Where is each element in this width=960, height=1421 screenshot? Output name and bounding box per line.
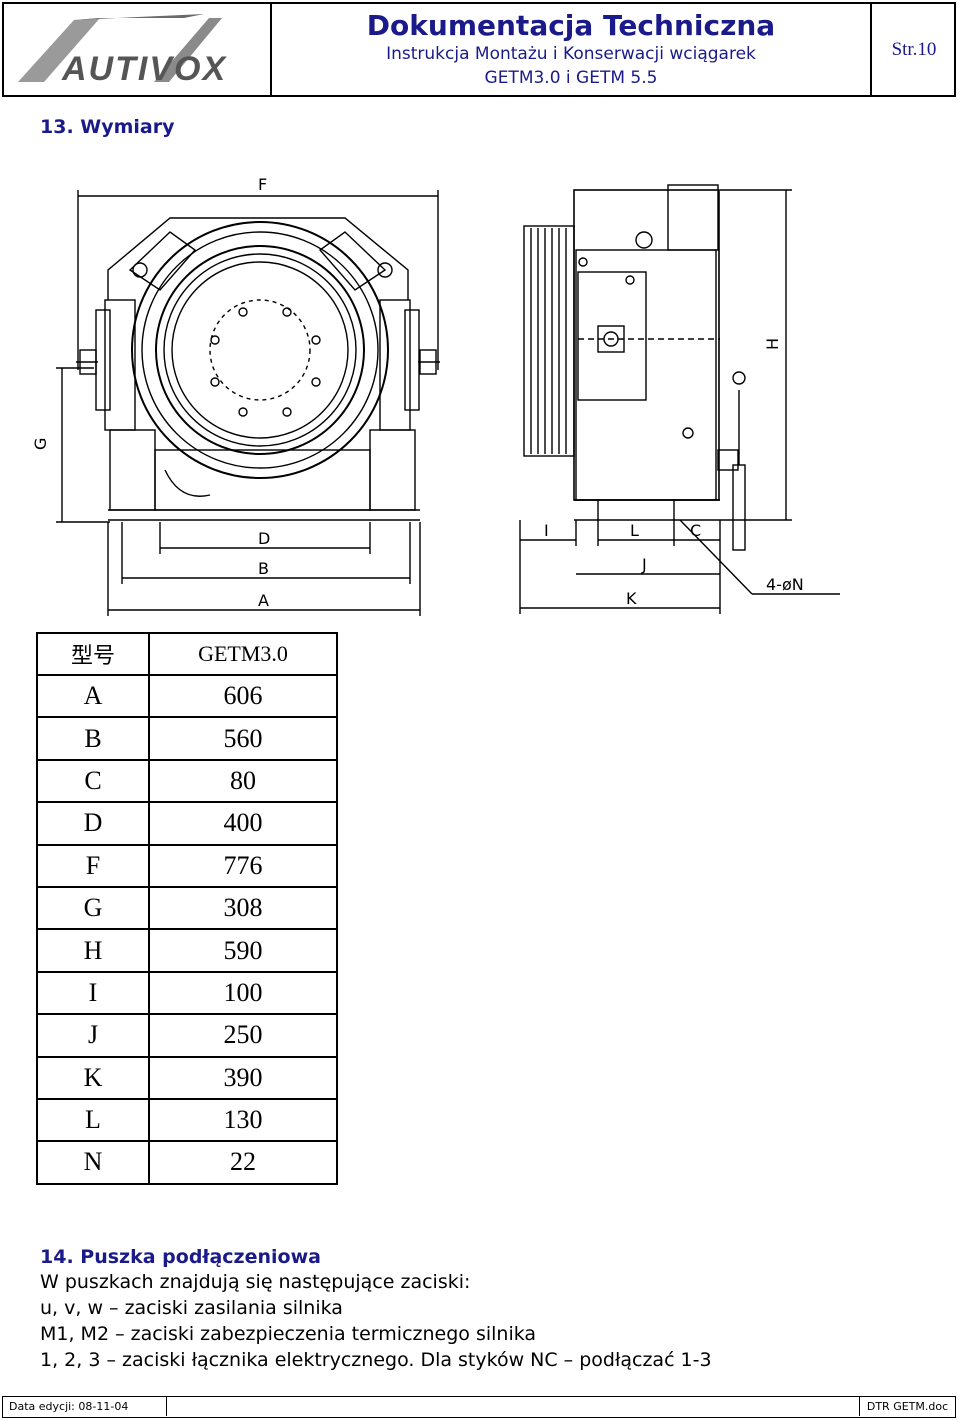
dim-value: 130 xyxy=(148,1097,338,1143)
table-header-row: 型号 GETM3.0 xyxy=(36,632,338,676)
edition-date: Data edycji: 08-11-04 xyxy=(3,1397,167,1416)
dim-value: 400 xyxy=(148,801,338,846)
terminal-intro-line: W puszkach znajdują się następujące zaci… xyxy=(40,1271,471,1293)
dim-value: 390 xyxy=(148,1055,338,1100)
page-header: AUTIVOX Dokumentacja Techniczna Instrukc… xyxy=(2,2,956,97)
autivox-logo-graphic: AUTIVOX xyxy=(18,14,227,88)
dim-value: 308 xyxy=(148,885,338,931)
header-cell-getm: GETM3.0 xyxy=(148,632,338,676)
dim-key: H xyxy=(36,928,150,973)
logo-text: AUTIVOX xyxy=(61,50,227,88)
dim-key: J xyxy=(36,1013,150,1058)
label-N: 4-øN xyxy=(766,575,804,594)
dim-key: N xyxy=(36,1140,150,1185)
dim-value: 100 xyxy=(148,970,338,1016)
doc-title: Dokumentacja Techniczna xyxy=(366,9,776,42)
dim-key: B xyxy=(36,716,150,761)
page-number: Str.10 xyxy=(891,38,937,60)
dim-value: 80 xyxy=(148,758,338,804)
label-F: F xyxy=(258,175,267,194)
page-footer: Data edycji: 08-11-04 DTR GETM.doc xyxy=(2,1396,956,1418)
dim-key: L xyxy=(36,1097,150,1143)
dim-value: 22 xyxy=(148,1140,338,1185)
document-filename: DTR GETM.doc xyxy=(859,1397,955,1416)
terminal-line-power: u, v, w – zaciski zasilania silnika xyxy=(40,1297,343,1319)
terminal-line-switch: 1, 2, 3 – zaciski łącznika elektrycznego… xyxy=(40,1349,712,1371)
dim-key: I xyxy=(36,970,150,1016)
label-K: K xyxy=(626,589,637,608)
section-13-heading: 13. Wymiary xyxy=(40,116,175,138)
header-cell-model: 型号 xyxy=(36,632,150,676)
section-14: 14. Puszka podłączeniowa W puszkach znaj… xyxy=(40,1245,712,1373)
label-D: D xyxy=(258,529,270,548)
dim-value: 590 xyxy=(148,928,338,973)
dim-value: 560 xyxy=(148,716,338,761)
dim-value: 250 xyxy=(148,1013,338,1058)
terminal-line-thermal: M1, M2 – zaciski zabezpieczenia termiczn… xyxy=(40,1323,537,1345)
dim-key: A xyxy=(36,673,150,719)
dim-value: 606 xyxy=(148,673,338,719)
label-A: A xyxy=(258,591,269,610)
section-14-heading: 14. Puszka podłączeniowa xyxy=(40,1246,321,1268)
label-J: J xyxy=(641,555,647,574)
label-C: C xyxy=(690,521,701,540)
label-H: H xyxy=(763,338,782,350)
dim-key: C xyxy=(36,758,150,804)
company-logo: AUTIVOX xyxy=(4,4,272,95)
dim-key: D xyxy=(36,801,150,846)
dimension-drawing: F G D B A H I L C J K 4-øN xyxy=(31,175,840,616)
dim-value: 776 xyxy=(148,843,338,888)
dim-key: K xyxy=(36,1055,150,1100)
label-I: I xyxy=(544,521,549,540)
doc-subtitle: Instrukcja Montażu i Konserwacji wciągar… xyxy=(386,44,756,64)
header-title-block: Dokumentacja Techniczna Instrukcja Monta… xyxy=(272,4,872,95)
doc-model-line: GETM3.0 i GETM 5.5 xyxy=(484,68,658,88)
dim-key: F xyxy=(36,843,150,888)
label-B: B xyxy=(258,559,269,578)
label-L: L xyxy=(630,521,639,540)
label-G: G xyxy=(31,438,50,450)
dim-key: G xyxy=(36,885,150,931)
